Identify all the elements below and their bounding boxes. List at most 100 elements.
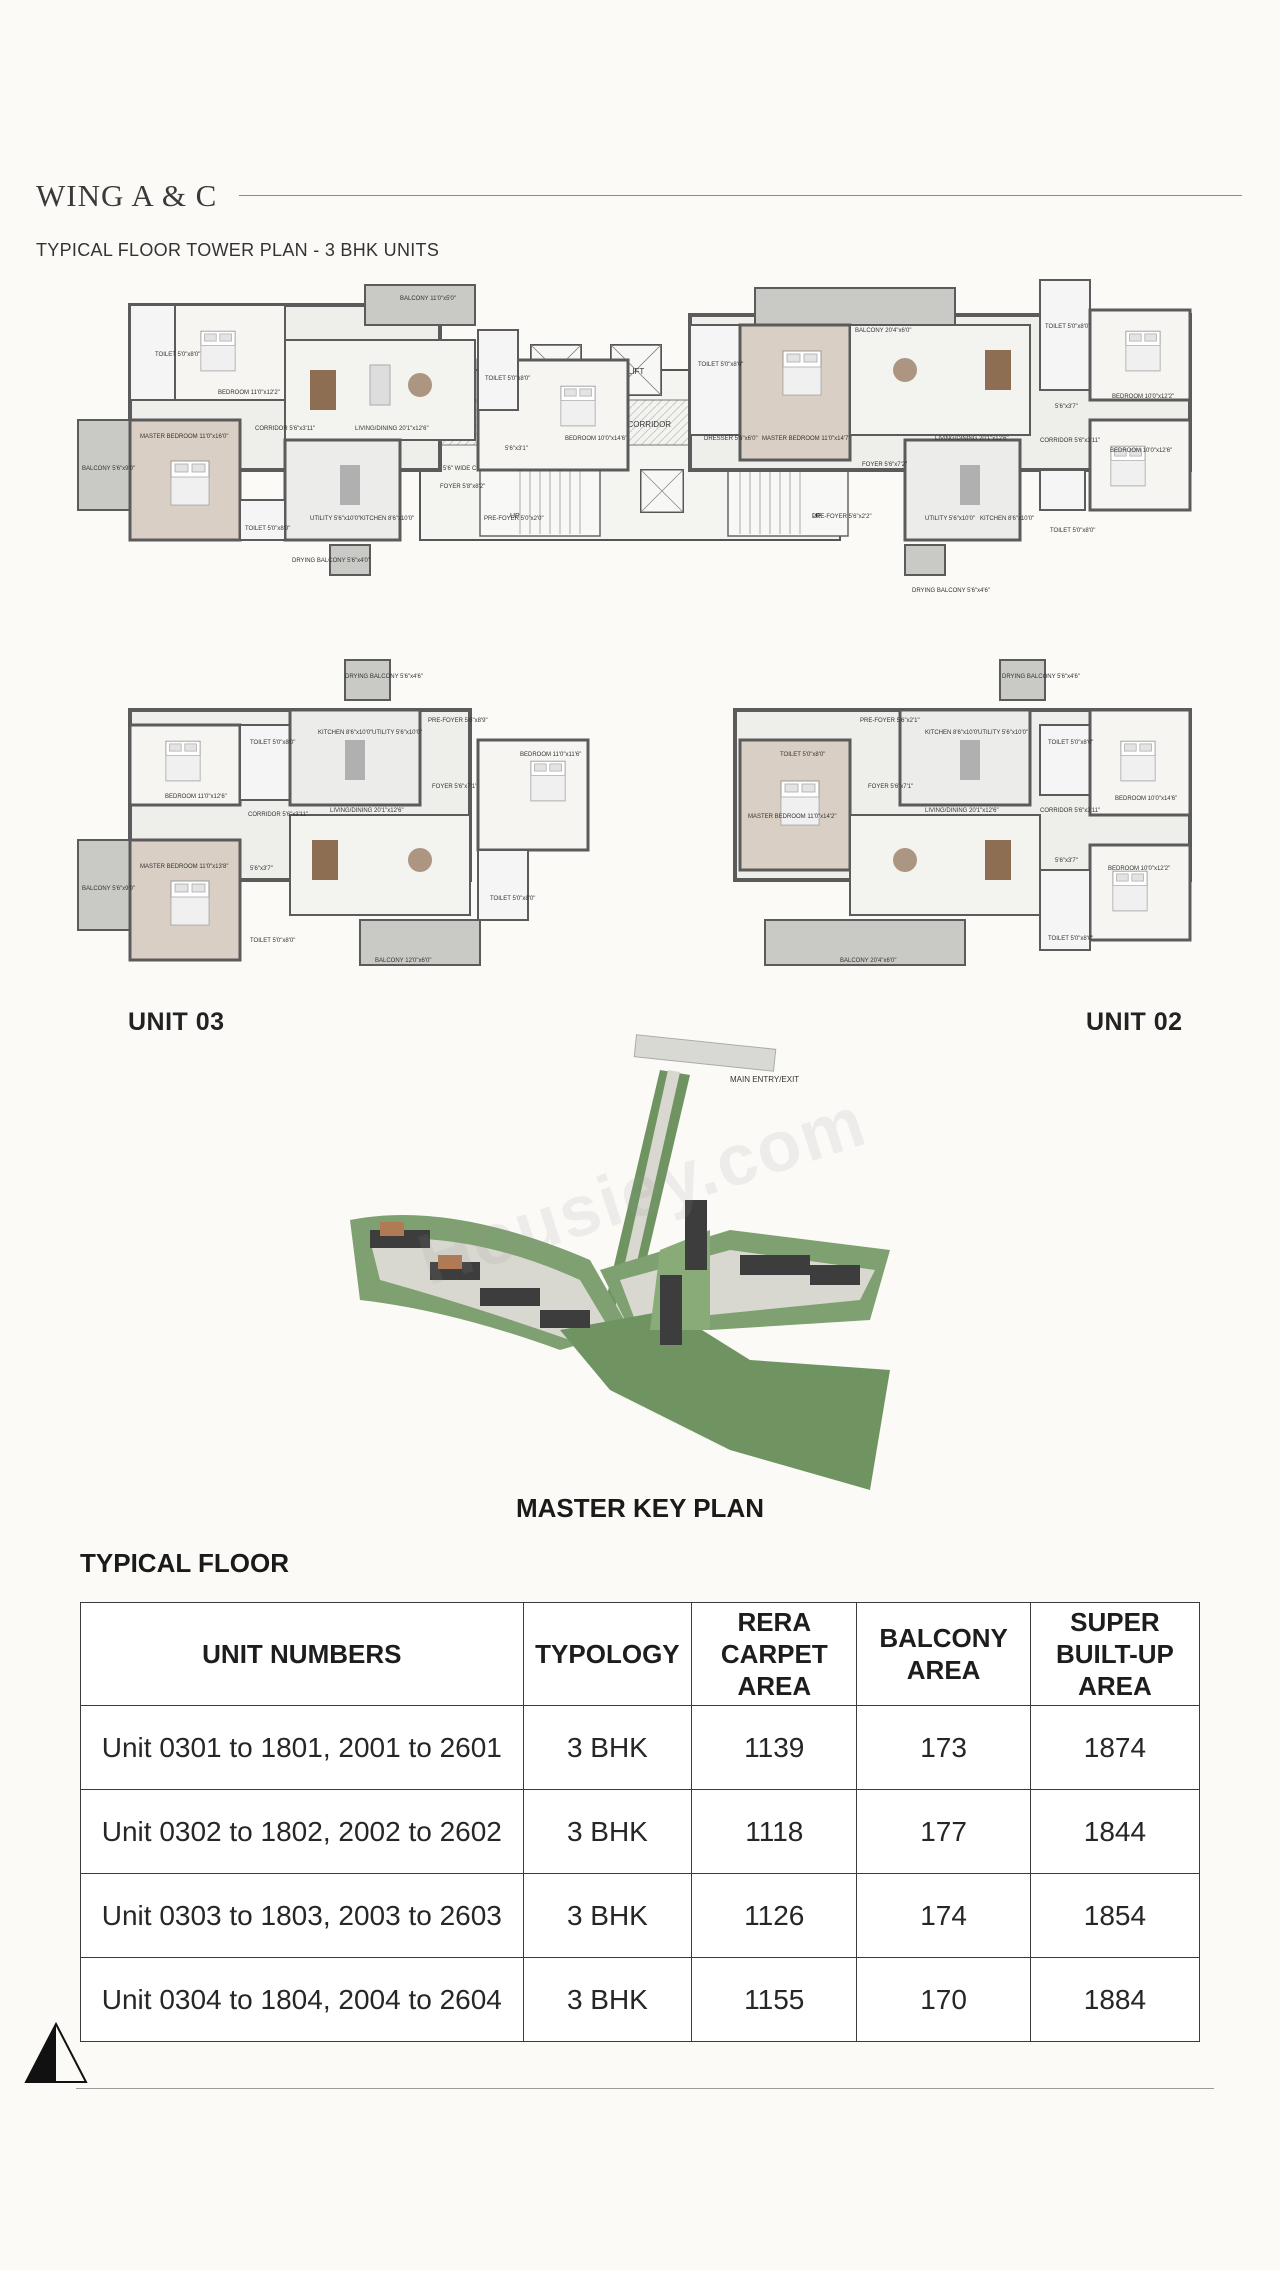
cell-rera-carpet-area: 1118 <box>691 1789 858 1874</box>
svg-text:UTILITY 5'6"x10'0": UTILITY 5'6"x10'0" <box>925 516 975 522</box>
cell-super-built-up-area: 1844 <box>1029 1789 1201 1874</box>
svg-text:LIVING/DINING 20'1"x12'6": LIVING/DINING 20'1"x12'6" <box>925 808 999 814</box>
svg-text:TOILET 5'0"x8'0": TOILET 5'0"x8'0" <box>1050 528 1095 534</box>
svg-text:TOILET 5'0"x8'0": TOILET 5'0"x8'0" <box>250 740 295 746</box>
svg-text:UP: UP <box>510 513 520 520</box>
shaft-centre <box>640 468 684 514</box>
svg-text:LIVING/DINING 20'1"x12'6": LIVING/DINING 20'1"x12'6" <box>355 426 429 432</box>
table-row: Unit 0302 to 1802, 2002 to 2602 3 BHK 11… <box>80 1789 1201 1874</box>
svg-text:CORRIDOR 5'6"x3'11": CORRIDOR 5'6"x3'11" <box>1040 438 1100 444</box>
svg-text:LIFT: LIFT <box>628 367 645 376</box>
svg-text:DRESSER 5'6"x6'0": DRESSER 5'6"x6'0" <box>704 436 758 442</box>
svg-text:TOILET 5'0"x8'0": TOILET 5'0"x8'0" <box>490 896 535 902</box>
svg-text:TOILET 5'0"x8'0": TOILET 5'0"x8'0" <box>155 352 200 358</box>
svg-text:MASTER BEDROOM 11'0"x13'8": MASTER BEDROOM 11'0"x13'8" <box>140 864 228 870</box>
svg-text:5'6"x3'7": 5'6"x3'7" <box>1055 404 1078 410</box>
svg-text:TOILET 5'0"x8'0": TOILET 5'0"x8'0" <box>780 752 825 758</box>
header-unit-numbers: UNIT NUMBERS <box>80 1602 524 1706</box>
brand-triangle-icon <box>24 2021 88 2083</box>
table-row: Unit 0303 to 1803, 2003 to 2603 3 BHK 11… <box>80 1873 1201 1958</box>
table-row: Unit 0304 to 1804, 2004 to 2604 3 BHK 11… <box>80 1957 1201 2042</box>
corridor-label: 6'0" WIDE CORRIDOR <box>589 420 671 429</box>
unit-03-label: UNIT 03 <box>128 1008 225 1036</box>
svg-text:LIVING/DINING 20'1"x12'6": LIVING/DINING 20'1"x12'6" <box>330 808 404 814</box>
cell-balcony-area: 177 <box>856 1789 1031 1874</box>
svg-text:TOILET 5'0"x8'0": TOILET 5'0"x8'0" <box>1045 324 1090 330</box>
area-table: UNIT NUMBERS TYPOLOGY RERA CARPET AREA B… <box>80 1602 1201 2042</box>
svg-text:BEDROOM 10'0"x12'2": BEDROOM 10'0"x12'2" <box>1108 866 1170 872</box>
svg-text:PRE-FOYER 5'6"x2'1": PRE-FOYER 5'6"x2'1" <box>860 718 920 724</box>
cell-rera-carpet-area: 1155 <box>691 1957 858 2042</box>
svg-text:MASTER BEDROOM 11'0"x14'7": MASTER BEDROOM 11'0"x14'7" <box>762 436 850 442</box>
svg-text:MASTER BEDROOM 11'0"x16'0": MASTER BEDROOM 11'0"x16'0" <box>140 434 228 440</box>
master-key-plan-map: MAIN ENTRY/EXIT <box>350 1034 890 1490</box>
cell-super-built-up-area: 1884 <box>1029 1957 1201 2042</box>
svg-text:BALCONY 12'0"x6'0": BALCONY 12'0"x6'0" <box>375 958 431 964</box>
wing-title: WING A & C <box>36 178 218 213</box>
master-key-plan-title: MASTER KEY PLAN <box>516 1493 764 1523</box>
svg-text:BEDROOM 10'0"x12'2": BEDROOM 10'0"x12'2" <box>1112 394 1174 400</box>
cell-unit-numbers: Unit 0304 to 1804, 2004 to 2604 <box>80 1957 524 2042</box>
cell-unit-numbers: Unit 0302 to 1802, 2002 to 2602 <box>80 1789 524 1874</box>
unit-bottom-right: DRYING BALCONY 5'6"x4'6" TOILET 5'0"x8'0… <box>733 659 1192 966</box>
svg-text:DRYING BALCONY 5'6"x4'6": DRYING BALCONY 5'6"x4'6" <box>1002 674 1080 680</box>
svg-text:5'6" WIDE CORRIDOR: 5'6" WIDE CORRIDOR <box>443 466 505 472</box>
svg-text:5'6"x3'7": 5'6"x3'7" <box>250 866 273 872</box>
cell-balcony-area: 174 <box>856 1873 1031 1958</box>
tower-blocks <box>370 1200 860 1345</box>
svg-text:5'6"x3'1": 5'6"x3'1" <box>505 446 528 452</box>
cell-typology: 3 BHK <box>522 1873 693 1958</box>
svg-text:TOILET 5'0"x8'0": TOILET 5'0"x8'0" <box>1048 936 1093 942</box>
svg-text:DRYING BALCONY 5'6"x4'0": DRYING BALCONY 5'6"x4'0" <box>292 558 370 564</box>
plan-subtitle: TYPICAL FLOOR TOWER PLAN - 3 BHK UNITS <box>36 240 440 260</box>
svg-text:MASTER BEDROOM 11'0"x14'2": MASTER BEDROOM 11'0"x14'2" <box>748 814 836 820</box>
svg-text:PRE-FOYER 5'0"x2'0": PRE-FOYER 5'0"x2'0" <box>484 516 544 522</box>
svg-text:UTILITY 5'6"x10'0": UTILITY 5'6"x10'0" <box>978 730 1028 736</box>
svg-text:BALCONY 11'0"x5'0": BALCONY 11'0"x5'0" <box>400 296 456 302</box>
svg-text:UTILITY 5'6"x10'0": UTILITY 5'6"x10'0" <box>372 730 422 736</box>
svg-text:BEDROOM 11'0"x12'2": BEDROOM 11'0"x12'2" <box>218 390 280 396</box>
cell-balcony-area: 173 <box>856 1705 1031 1790</box>
svg-text:BEDROOM 11'0"x12'6": BEDROOM 11'0"x12'6" <box>165 794 227 800</box>
svg-text:FOYER 5'6"x7'1": FOYER 5'6"x7'1" <box>868 784 913 790</box>
svg-text:LIVING/DINING 20'1"x12'6": LIVING/DINING 20'1"x12'6" <box>935 436 1009 442</box>
unit-bottom-left: DRYING BALCONY 5'6"x4'6" TOILET 5'0"x8'0… <box>77 659 590 966</box>
svg-text:CORRIDOR 5'6"x3'11": CORRIDOR 5'6"x3'11" <box>1040 808 1100 814</box>
header-rule <box>239 195 1242 196</box>
svg-text:5'6"x3'7": 5'6"x3'7" <box>1055 858 1078 864</box>
typical-floor-title: TYPICAL FLOOR <box>80 1548 289 1578</box>
svg-text:BEDROOM 10'0"x14'6": BEDROOM 10'0"x14'6" <box>565 436 627 442</box>
svg-text:CORRIDOR 5'6"x3'11": CORRIDOR 5'6"x3'11" <box>255 426 315 432</box>
svg-text:BALCONY 5'6"x9'0": BALCONY 5'6"x9'0" <box>82 466 135 472</box>
svg-text:CORRIDOR 5'6"x3'11": CORRIDOR 5'6"x3'11" <box>248 812 308 818</box>
svg-text:TOILET 5'0"x8'0": TOILET 5'0"x8'0" <box>1048 740 1093 746</box>
svg-text:KITCHEN 8'6"x10'0": KITCHEN 8'6"x10'0" <box>980 516 1034 522</box>
svg-text:TOILET 5'0"x8'0": TOILET 5'0"x8'0" <box>245 526 290 532</box>
header-typology: TYPOLOGY <box>522 1602 693 1706</box>
svg-text:KITCHEN 8'6"x10'0": KITCHEN 8'6"x10'0" <box>318 730 372 736</box>
svg-text:DRYING BALCONY 5'6"x4'6": DRYING BALCONY 5'6"x4'6" <box>912 588 990 594</box>
svg-text:PRE-FOYER 5'6"x2'2": PRE-FOYER 5'6"x2'2" <box>812 514 872 520</box>
unit-02-label: UNIT 02 <box>1086 1008 1183 1036</box>
svg-text:KITCHEN 8'6"x10'0": KITCHEN 8'6"x10'0" <box>360 516 414 522</box>
svg-text:BALCONY 5'6"x9'0": BALCONY 5'6"x9'0" <box>82 886 135 892</box>
cell-typology: 3 BHK <box>522 1789 693 1874</box>
svg-text:UP: UP <box>812 513 822 520</box>
svg-text:FOYER 5'6"x7'2": FOYER 5'6"x7'2" <box>862 462 907 468</box>
svg-text:KITCHEN 8'6"x10'0": KITCHEN 8'6"x10'0" <box>925 730 979 736</box>
svg-text:TOILET 5'0"x8'0": TOILET 5'0"x8'0" <box>485 376 530 382</box>
svg-text:BEDROOM 10'0"x14'6": BEDROOM 10'0"x14'6" <box>1115 796 1177 802</box>
svg-text:TOILET 5'0"x8'0": TOILET 5'0"x8'0" <box>698 362 743 368</box>
cell-balcony-area: 170 <box>856 1957 1031 2042</box>
table-row: Unit 0301 to 1801, 2001 to 2601 3 BHK 11… <box>80 1705 1201 1790</box>
wing-header: WING A & C <box>36 178 1242 218</box>
cell-typology: 3 BHK <box>522 1957 693 2042</box>
svg-text:FOYER 5'8"x8'2": FOYER 5'8"x8'2" <box>440 484 485 490</box>
svg-text:TOILET 5'0"x8'0": TOILET 5'0"x8'0" <box>250 938 295 944</box>
cell-rera-carpet-area: 1139 <box>691 1705 858 1790</box>
svg-text:BALCONY 20'4"x6'0": BALCONY 20'4"x6'0" <box>840 958 896 964</box>
unit-top-right: BALCONY 20'4"x6'0" TOILET 5'0"x8'0" DRES… <box>688 279 1192 594</box>
tower-floor-plan: 6'0" WIDE CORRIDOR LIFT LIFT LIFT DN UP … <box>77 279 1192 966</box>
svg-text:UTILITY 5'6"x10'0": UTILITY 5'6"x10'0" <box>310 516 360 522</box>
unit-top-left: TOILET 5'0"x8'0" BEDROOM 11'0"x12'2" BAL… <box>77 284 630 576</box>
